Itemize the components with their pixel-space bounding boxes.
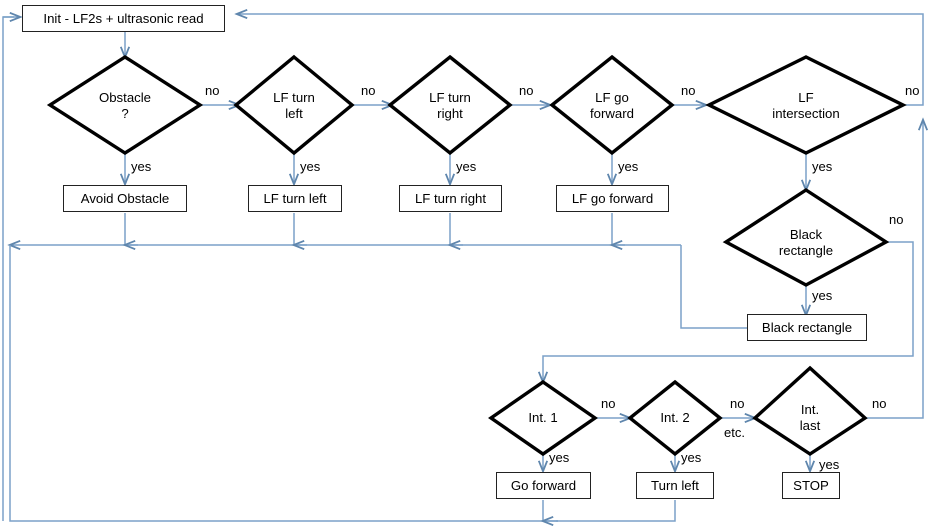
wire-outer-left-rail xyxy=(2,16,14,521)
edge-label-int2-no: no xyxy=(730,396,745,411)
shape-lf-go-forward xyxy=(549,54,675,156)
node-avoid-obstacle[interactable]: Avoid Obstacle xyxy=(63,185,187,212)
edge-label-black-rect-no: no xyxy=(889,212,904,227)
shape-lf-turn-right xyxy=(387,54,513,156)
edge-label-lf-intersection-no: no xyxy=(905,83,920,98)
shape-int2 xyxy=(627,379,723,457)
node-stop-box[interactable]: STOP xyxy=(782,472,840,499)
edge-label-int-last-no: no xyxy=(872,396,887,411)
node-lf-go-forward-box[interactable]: LF go forward xyxy=(556,185,669,212)
wire-black-rect-box-return xyxy=(680,245,748,329)
wire-inner-left-rail xyxy=(9,245,558,522)
wire-turn-left-drop xyxy=(556,500,676,522)
shape-int1 xyxy=(488,379,598,457)
edge-label-lf-turn-left-no: no xyxy=(361,83,376,98)
node-turn-left-box[interactable]: Turn left xyxy=(636,472,714,499)
node-go-forward-box[interactable]: Go forward xyxy=(496,472,591,499)
edge-label-int1-no: no xyxy=(601,396,616,411)
wire-black-rect-no xyxy=(543,241,914,382)
edge-label-int1-yes: yes xyxy=(549,450,570,465)
edge-label-int-last-yes: yes xyxy=(819,457,840,472)
edge-label-lf-intersection-yes: yes xyxy=(812,159,833,174)
edge-label-int2-yes: yes xyxy=(681,450,702,465)
edge-label-obstacle-no: no xyxy=(205,83,220,98)
wire-lf-intersection-no xyxy=(237,14,924,106)
shape-black-rectangle xyxy=(722,187,890,287)
shape-obstacle xyxy=(46,54,204,156)
edge-label-lf-go-forward-yes: yes xyxy=(618,159,639,174)
edge-label-lf-turn-right-yes: yes xyxy=(456,159,477,174)
edge-label-lf-go-forward-no: no xyxy=(681,83,696,98)
node-lf-turn-left-box[interactable]: LF turn left xyxy=(248,185,342,212)
edge-label-etc: etc. xyxy=(724,425,745,440)
shape-lf-turn-left xyxy=(233,54,355,156)
edge-label-lf-turn-left-yes: yes xyxy=(300,159,321,174)
edge-label-black-rect-yes: yes xyxy=(812,288,833,303)
shape-int-last xyxy=(752,365,868,457)
shape-lf-intersection xyxy=(705,55,907,155)
node-init[interactable]: Init - LF2s + ultrasonic read xyxy=(22,5,225,32)
node-black-rectangle-box[interactable]: Black rectangle xyxy=(747,314,867,341)
node-lf-turn-right-box[interactable]: LF turn right xyxy=(399,185,502,212)
edge-label-obstacle-yes: yes xyxy=(131,159,152,174)
edge-label-lf-turn-right-no: no xyxy=(519,83,534,98)
wire-intlast-no xyxy=(865,120,923,419)
